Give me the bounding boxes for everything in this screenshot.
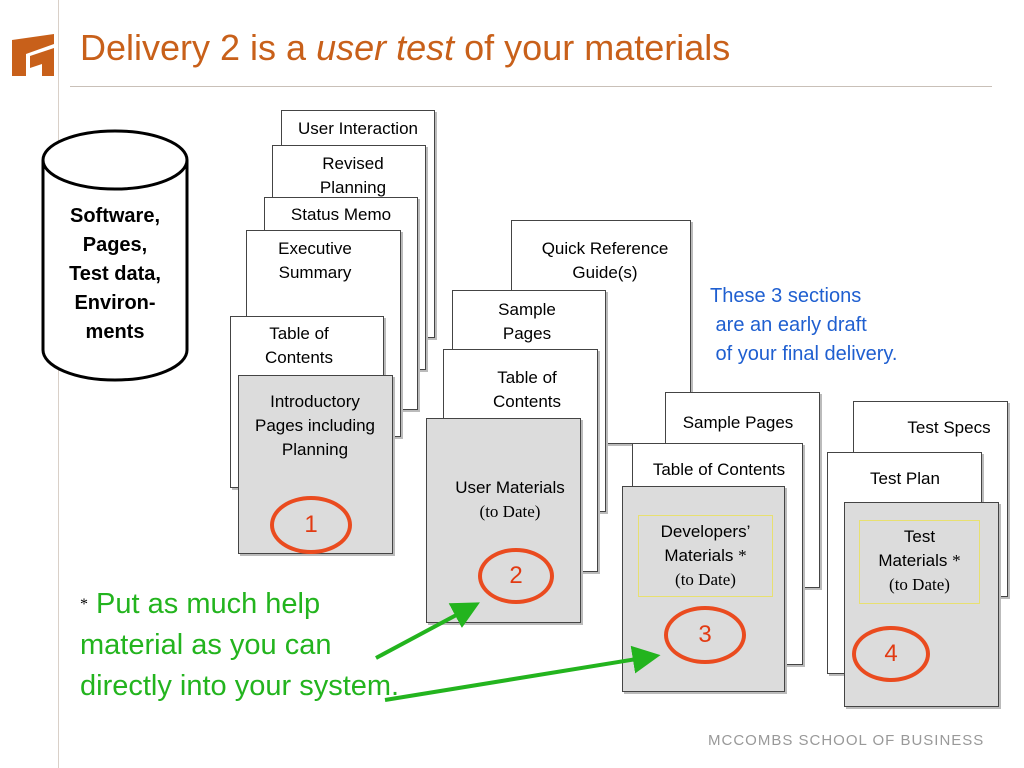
arrow-to-developers-materials [384, 645, 661, 702]
help-material-footnote: * Put as much help material as you can d… [80, 584, 400, 707]
arrow-to-user-materials [375, 602, 480, 660]
asterisk: * [80, 596, 88, 613]
doc-label: Table of Contents [492, 368, 562, 411]
number-circle-3: 3 [664, 606, 746, 664]
database-cylinder-icon [41, 129, 189, 382]
asterisk: * [952, 551, 961, 570]
doc-label: Sample Pages [498, 300, 556, 343]
doc-label: Revised Planning [319, 154, 387, 197]
doc-label: User Interaction [298, 119, 418, 138]
number-circle-4: 4 [852, 626, 930, 682]
doc-label: Materials [878, 551, 948, 570]
database-label: Software, Pages, Test data, Environ- men… [69, 205, 161, 343]
doc-label: Test Plan [870, 469, 940, 488]
doc-sublabel: (to Date) [479, 502, 541, 521]
doc-label: User Materials [455, 478, 565, 497]
vertical-rule [58, 0, 59, 768]
doc-label: Status Memo [290, 205, 392, 224]
doc-label: Quick Reference Guide(s) [541, 239, 669, 282]
doc-label: Test Specs [907, 418, 991, 437]
early-draft-note: These 3 sections are an early draft of y… [710, 285, 898, 365]
doc-label: Developers’ [660, 522, 751, 541]
slide-title: Delivery 2 is a user test of your materi… [80, 27, 731, 68]
doc-label: Sample Pages [682, 413, 794, 432]
asterisk: * [738, 546, 747, 565]
developers-materials-box: Developers’ Materials * (to Date) [638, 515, 773, 597]
mccombs-logo-icon [12, 34, 54, 76]
doc-label: Introductory Pages including Planning [254, 392, 376, 459]
doc-sublabel: (to Date) [675, 570, 736, 589]
doc-label: Materials [664, 546, 734, 565]
doc-label: Executive Summary [278, 239, 352, 282]
test-materials-box: Test Materials * (to Date) [859, 520, 980, 604]
footer-brand: MCCOMBS SCHOOL OF BUSINESS [708, 732, 985, 749]
doc-label: Table of Contents [652, 460, 786, 479]
doc-introductory-pages: Introductory Pages including Planning [238, 375, 393, 554]
doc-label: Table of Contents [264, 324, 334, 367]
doc-sublabel: (to Date) [889, 575, 950, 594]
title-underline [70, 86, 992, 87]
doc-label: Test [903, 527, 936, 546]
number-circle-1: 1 [270, 496, 352, 554]
footnote-text: Put as much help material as you can dir… [80, 588, 400, 702]
number-circle-2: 2 [478, 548, 554, 604]
